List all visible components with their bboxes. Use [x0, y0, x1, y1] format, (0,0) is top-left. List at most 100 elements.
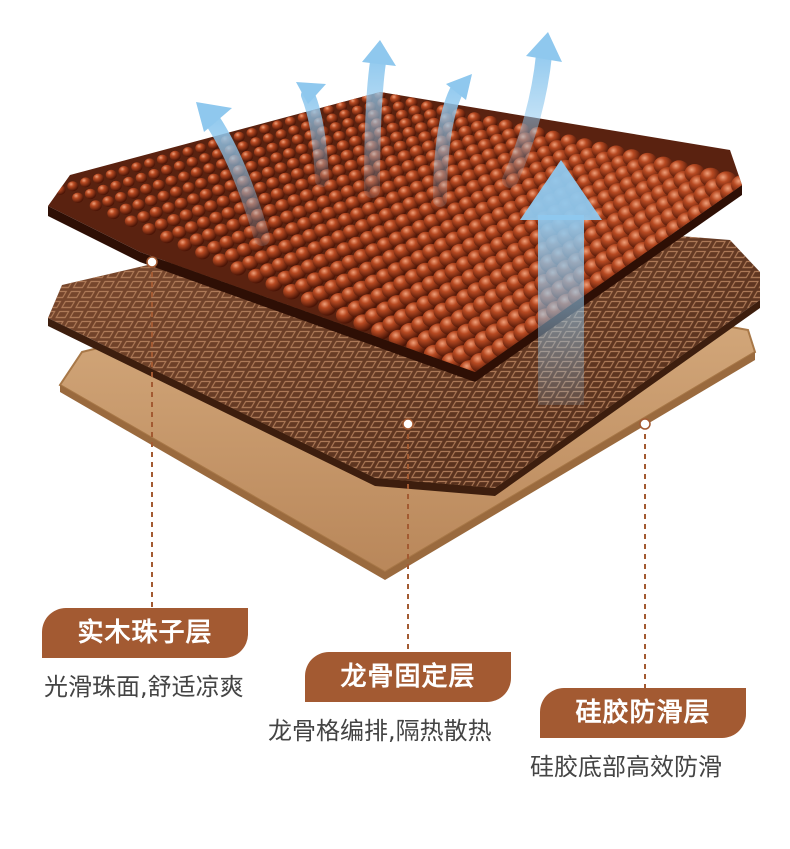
bead: [174, 197, 188, 210]
airflow-arrow-icon: [433, 81, 465, 207]
bead: [302, 229, 318, 244]
airflow-arrow-icon: [296, 82, 326, 104]
bead: [366, 213, 383, 229]
bead: [97, 184, 110, 196]
bead: [316, 195, 332, 209]
bead: [389, 165, 405, 179]
bead: [275, 199, 290, 213]
bead: [402, 197, 419, 212]
bead: [156, 154, 168, 165]
bead: [326, 218, 342, 233]
bead: [248, 268, 265, 284]
bead: [377, 136, 392, 149]
airflow-arrow-icon: [204, 112, 270, 246]
bead: [406, 136, 420, 149]
layer-3-title: 硅胶防滑层: [540, 688, 746, 738]
bead: [383, 113, 396, 126]
bead: [321, 206, 337, 221]
bead: [397, 186, 414, 201]
bead: [124, 215, 138, 228]
bead: [195, 178, 208, 190]
bead: [266, 142, 279, 154]
bead: [190, 167, 203, 179]
bead: [307, 241, 324, 256]
bead: [231, 230, 247, 245]
bead: [285, 222, 301, 237]
bead: [354, 219, 372, 234]
airflow-arrow-icon: [364, 54, 386, 198]
bead: [216, 159, 228, 170]
bead: [304, 200, 320, 214]
bead: [107, 207, 120, 220]
bead: [114, 192, 127, 203]
bead: [377, 170, 392, 184]
bead: [352, 145, 367, 158]
bead: [352, 180, 368, 194]
airflow-arrow-icon: [526, 32, 562, 62]
bead: [189, 233, 205, 247]
bead: [169, 150, 181, 161]
bead: [336, 174, 351, 188]
airflow-arrows: [196, 32, 602, 405]
bead: [249, 171, 263, 183]
bead: [192, 204, 206, 217]
bead: [286, 158, 300, 170]
bead: [333, 201, 349, 216]
bead: [102, 196, 115, 207]
bead: [149, 206, 163, 219]
bead: [262, 133, 275, 144]
bead: [336, 140, 350, 152]
bead: [219, 235, 235, 250]
bead: [226, 218, 241, 232]
bead: [127, 187, 140, 199]
bead: [110, 180, 122, 192]
bead: [173, 161, 186, 172]
bead: [351, 105, 364, 117]
bead: [349, 135, 363, 148]
layer-2-title: 龙骨固定层: [305, 652, 511, 702]
bead: [167, 214, 181, 226]
bead: [184, 221, 199, 234]
bead: [212, 149, 224, 160]
bead: [280, 210, 295, 224]
bead: [385, 191, 402, 206]
bead: [329, 122, 342, 133]
bead: [332, 164, 346, 177]
bead: [268, 215, 283, 229]
bead: [154, 218, 169, 231]
bead: [272, 120, 284, 131]
bead: [170, 186, 183, 198]
bead: [297, 217, 313, 231]
bead: [345, 196, 361, 211]
bead: [299, 189, 315, 203]
airflow-arrow-icon: [446, 74, 472, 100]
bead: [326, 113, 338, 124]
bead: [291, 134, 304, 146]
bead: [283, 252, 300, 267]
bead: [92, 173, 104, 184]
bead: [295, 246, 312, 262]
bead: [390, 131, 404, 144]
bead: [336, 101, 348, 112]
bead: [202, 228, 217, 242]
bead: [414, 191, 431, 207]
bead: [263, 204, 278, 217]
bead: [328, 190, 344, 204]
bead: [266, 177, 280, 190]
bead: [380, 105, 393, 117]
bead: [212, 253, 229, 268]
bead: [144, 195, 158, 207]
bead: [203, 163, 216, 175]
layer-1-description: 光滑珠面,舒适凉爽: [44, 673, 244, 701]
bead: [299, 153, 313, 166]
bead: [204, 200, 218, 213]
bead: [314, 223, 330, 238]
bead: [177, 238, 192, 252]
airflow-arrow-icon: [502, 47, 552, 188]
bead: [197, 216, 211, 229]
bead: [259, 263, 277, 278]
bead: [303, 163, 317, 176]
bead: [381, 145, 396, 158]
bead: [309, 211, 325, 226]
